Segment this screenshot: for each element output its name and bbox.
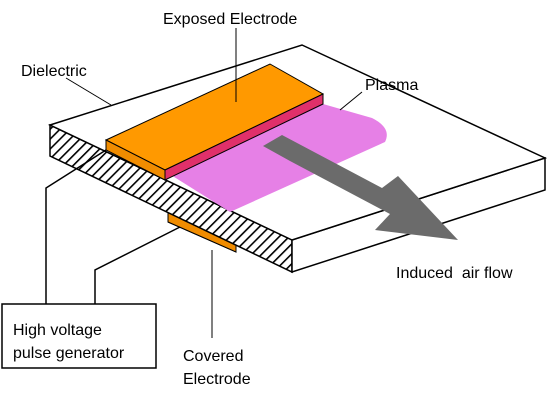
wire-covered (94, 226, 181, 304)
label-plasma: Plasma (365, 77, 418, 94)
label-covered-line2: Electrode (183, 371, 251, 388)
label-covered-line1: Covered (183, 348, 243, 365)
airflow-arrow (263, 135, 458, 240)
label-induced-air-flow: Induced air flow (396, 265, 513, 282)
wire-exposed (45, 149, 107, 304)
leader-dielectric (65, 77, 112, 106)
plasma-region (163, 104, 387, 212)
exposed-electrode-side (164, 93, 324, 181)
label-dielectric: Dielectric (21, 63, 87, 80)
pulse-generator-box (1, 303, 157, 369)
label-exposed-electrode: Exposed Electrode (163, 11, 297, 28)
leader-plasma (339, 91, 363, 111)
label-generator-line1: High voltage (13, 322, 102, 339)
label-generator-line2: pulse generator (13, 345, 125, 362)
